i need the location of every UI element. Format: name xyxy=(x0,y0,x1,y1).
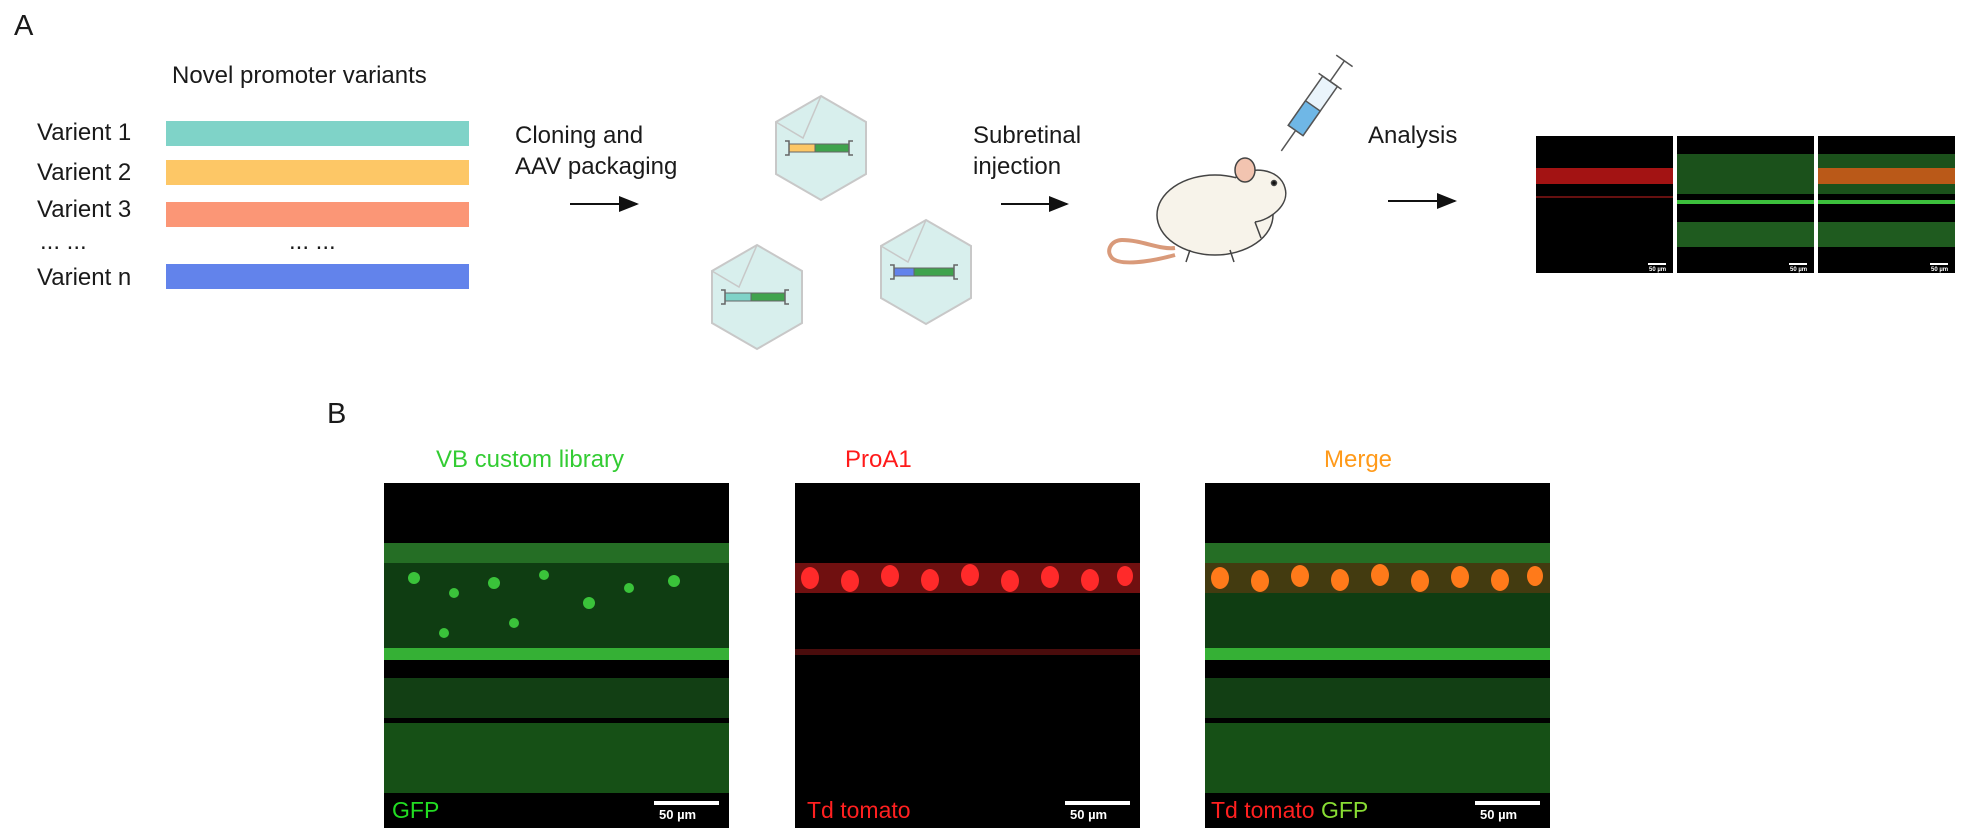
syringe-icon xyxy=(1280,54,1354,152)
variant-1-label: Varient 1 xyxy=(37,119,132,146)
thumb-merge: 50 µm xyxy=(1818,136,1955,273)
variant-1-bar xyxy=(166,121,469,146)
channel-label-tdtomato: Td tomato xyxy=(1211,797,1315,823)
mouse-icon xyxy=(1107,157,1287,265)
aav-capsid-icon xyxy=(711,244,803,350)
library-title: Novel promoter variants xyxy=(172,62,427,89)
aav-capsid-icon xyxy=(775,95,867,201)
channel-label-tdtomato: Td tomato xyxy=(807,797,911,823)
thumb-red: 50 µm xyxy=(1536,136,1673,273)
variant-3-label: Varient 3 xyxy=(37,196,132,223)
thumb-green: 50 µm xyxy=(1677,136,1814,273)
step2-line2: injection xyxy=(973,153,1062,180)
svg-text:50 µm: 50 µm xyxy=(1790,267,1807,273)
channel-label-merge: Td tomato GFP xyxy=(1211,797,1368,824)
variant-2-bar xyxy=(166,160,469,185)
variant-2-label: Varient 2 xyxy=(37,159,132,186)
micrograph-gfp: 50 µm GFP xyxy=(384,483,729,828)
micrograph-tdtomato: 50 µm Td tomato xyxy=(795,483,1140,828)
step2-line1: Subretinal xyxy=(973,122,1082,149)
scale-label: 50 µm xyxy=(659,807,697,822)
panel-a-letter: A xyxy=(14,10,34,42)
svg-text:50 µm: 50 µm xyxy=(1649,267,1666,273)
panel-title-proa1: ProA1 xyxy=(845,446,912,473)
aav-capsid-icon xyxy=(880,219,972,325)
step1-line1: Cloning and xyxy=(515,122,644,149)
panel-title-gfp: VB custom library xyxy=(436,446,625,473)
step1-line2: AAV packaging xyxy=(515,153,678,180)
step3-label: Analysis xyxy=(1368,122,1458,149)
scale-label: 50 µm xyxy=(1480,807,1518,822)
variant-3-bar xyxy=(166,202,469,227)
panel-title-merge: Merge xyxy=(1324,446,1393,473)
channel-label-gfp: GFP xyxy=(392,797,440,823)
micrograph-merge: 50 µm Td tomato GFP xyxy=(1205,483,1550,828)
ellipsis-left: ... ... xyxy=(40,228,87,255)
variant-n-bar xyxy=(166,264,469,289)
panel-b-letter: B xyxy=(327,398,347,430)
svg-text:50 µm: 50 µm xyxy=(1931,267,1948,273)
scale-label: 50 µm xyxy=(1070,807,1108,822)
channel-label-gfp: GFP xyxy=(1320,797,1369,823)
variant-n-label: Varient n xyxy=(37,264,132,291)
ellipsis-mid: ... ... xyxy=(289,228,336,255)
